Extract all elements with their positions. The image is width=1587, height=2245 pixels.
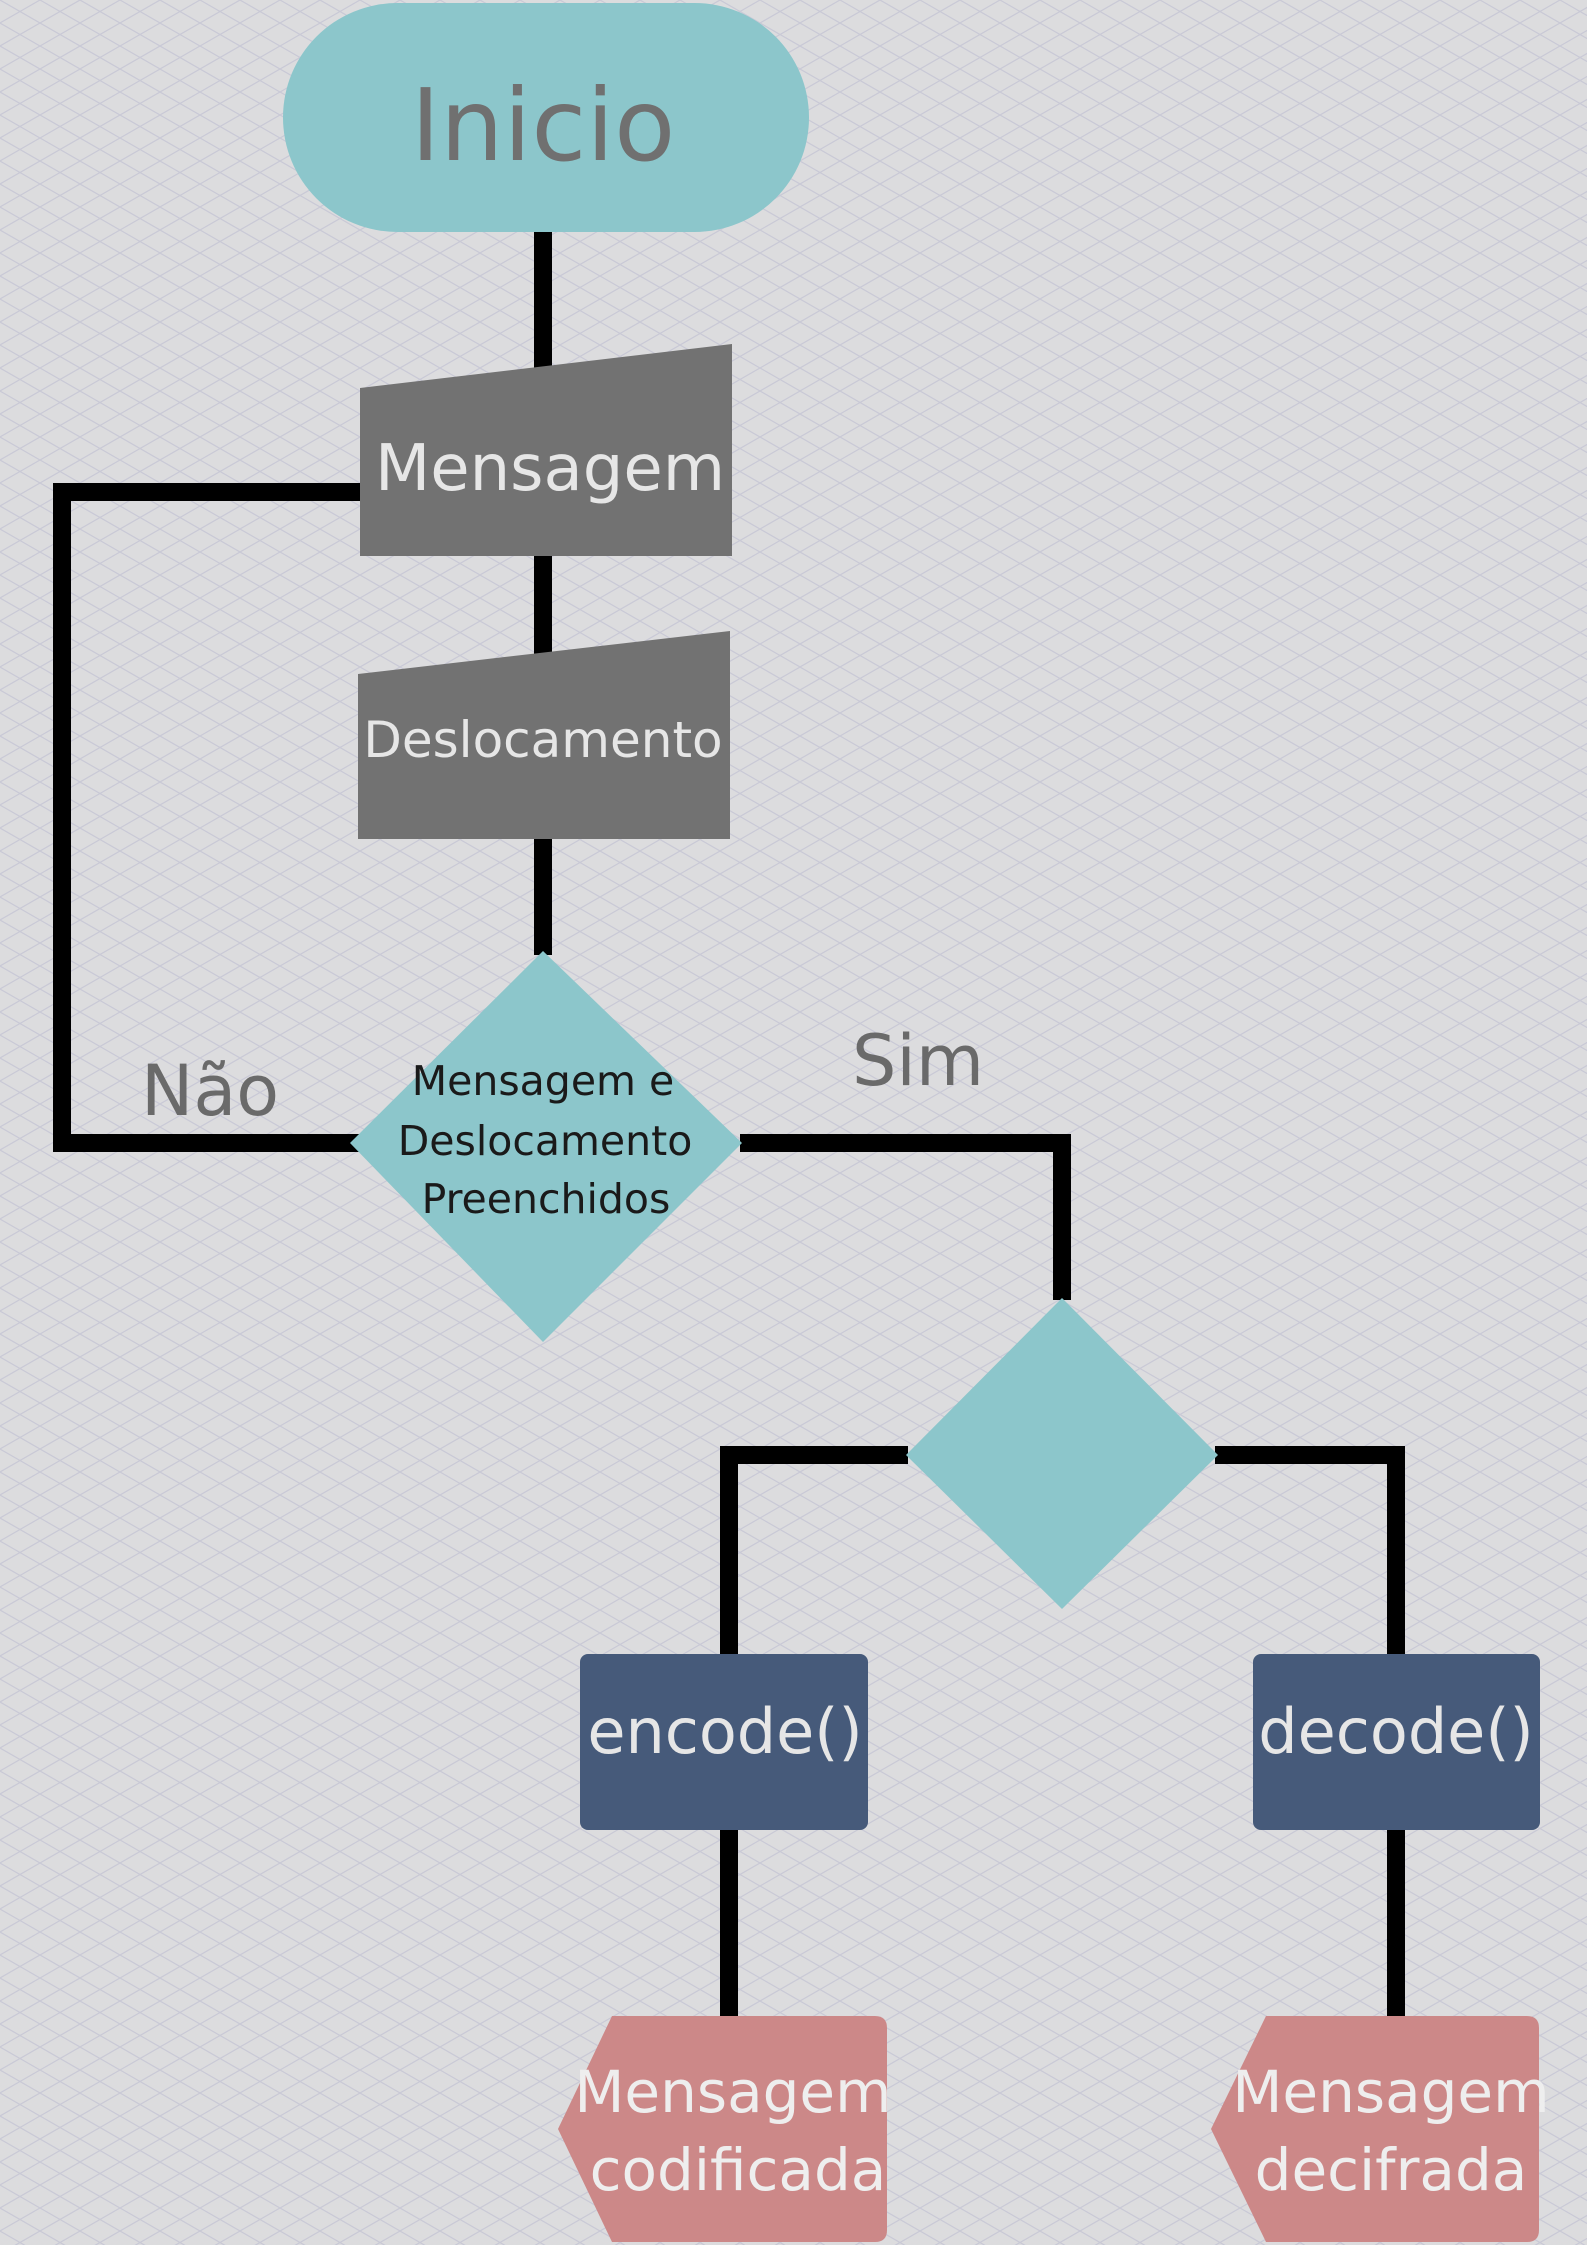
output-encoded-node: Mensagem codificada (558, 2016, 892, 2242)
connector-mode-to-decode (1215, 1446, 1405, 1655)
output-decoded-node: Mensagem decifrada (1211, 2016, 1550, 2242)
decision-filled-line-2: Deslocamento (398, 1117, 693, 1165)
decision-filled-shape (350, 951, 742, 1342)
decision-filled-node: Mensagem e Deslocamento Preenchidos (350, 951, 742, 1342)
output-decoded-line-2: decifrada (1255, 2136, 1528, 2204)
connectors (53, 232, 1405, 2018)
connector-mode-to-encode (720, 1446, 908, 1655)
output-decoded-shape (1211, 2016, 1539, 2242)
input-shift-node: Deslocamento (358, 631, 730, 839)
connector-no-loop (53, 483, 360, 1152)
edge-no-label: Não (141, 1050, 279, 1132)
decode-process-shape (1253, 1654, 1540, 1830)
decision-filled-line-3: Preenchidos (422, 1175, 671, 1223)
input-message-node: Mensagem (360, 344, 732, 556)
decision-filled-line-1: Mensagem e (412, 1057, 675, 1105)
edge-yes-label: Sim (852, 1020, 984, 1102)
encode-process-node: encode() (580, 1654, 868, 1830)
input-message-label: Mensagem (375, 432, 725, 506)
encode-process-shape (580, 1654, 868, 1830)
input-shift-label: Deslocamento (363, 711, 722, 769)
decision-mode-shape (906, 1298, 1218, 1609)
output-encoded-shape (558, 2016, 887, 2242)
start-terminal-shape (283, 3, 809, 232)
encode-label: encode() (587, 1695, 862, 1768)
output-decoded-line-1: Mensagem (1232, 2058, 1549, 2126)
start-terminal: Inicio (283, 3, 809, 232)
decode-process-node: decode() (1253, 1654, 1540, 1830)
decode-label: decode() (1258, 1695, 1533, 1768)
connector-yes-branch (740, 1134, 1071, 1300)
output-encoded-line-1: Mensagem (574, 2058, 891, 2126)
decision-mode-node (906, 1298, 1218, 1609)
input-shift-shape (358, 631, 730, 839)
start-label: Inicio (411, 67, 676, 184)
output-encoded-line-2: codificada (590, 2136, 887, 2204)
input-message-shape (360, 344, 732, 556)
